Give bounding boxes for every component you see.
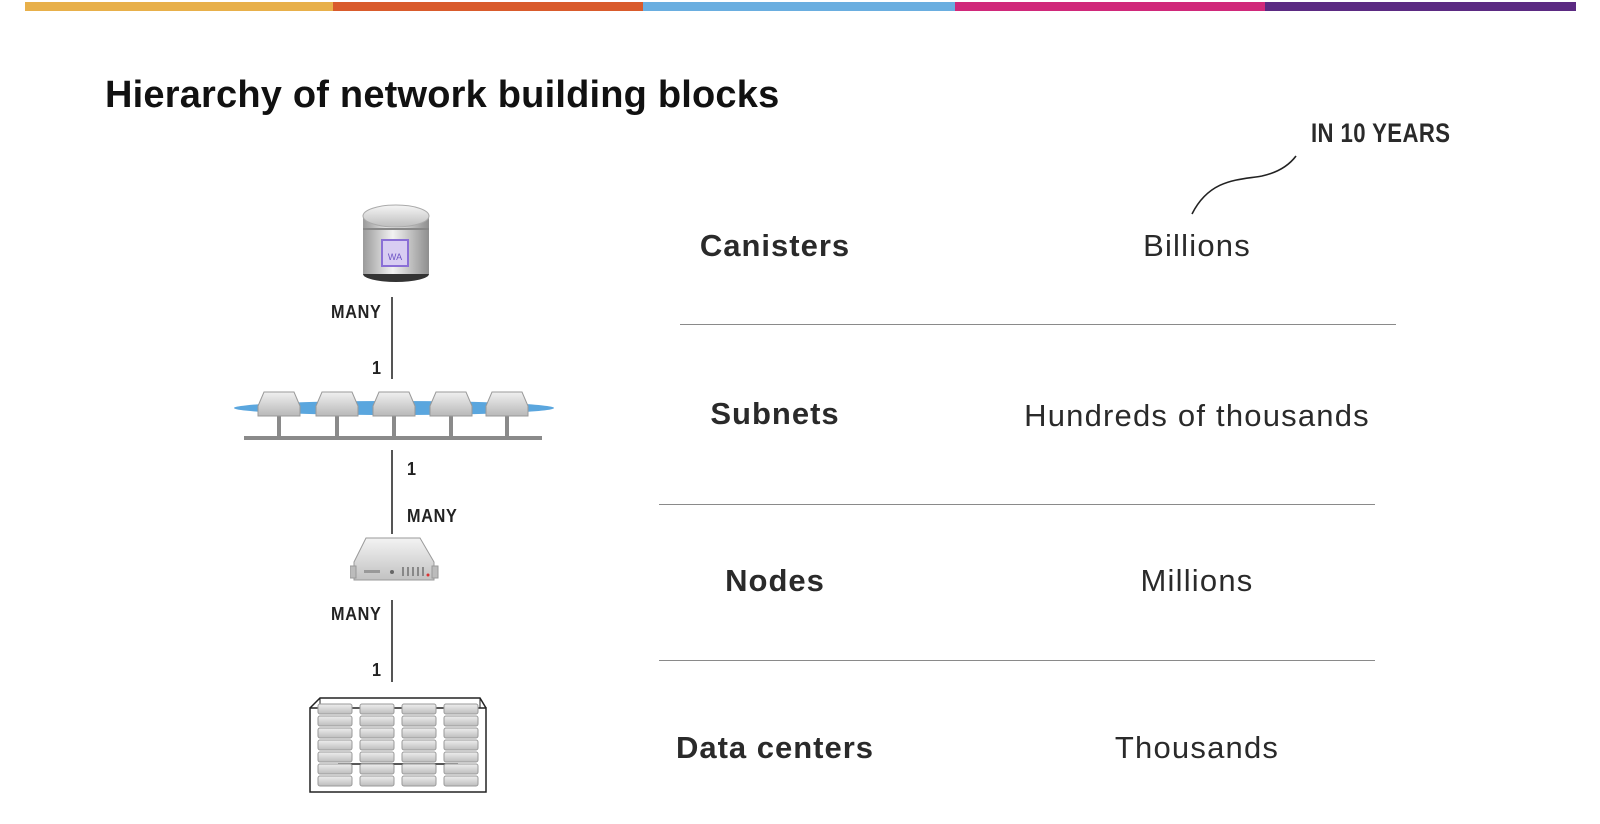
annotation-label: IN 10 YEARS [1311,118,1451,148]
link-2-line [391,450,393,534]
color-bar-segment-1 [25,2,333,11]
row-count-nodes: Millions [1140,563,1254,598]
link-2-upper-cardinality: 1 [407,459,417,479]
color-bar-segment-3 [643,2,955,11]
divider-2 [659,504,1375,505]
rack-1 [317,703,353,787]
subnet-icon [234,391,554,440]
divider-1 [680,324,1396,325]
row-label-subnets: Subnets [710,396,840,431]
subnet-servers [257,391,529,438]
rack-3 [401,703,437,787]
divider-3 [659,660,1375,661]
color-bar-segment-4 [955,2,1265,11]
rack-2 [359,703,395,787]
row-count-canisters: Billions [1143,228,1251,263]
data-center-icon [309,697,487,793]
row-count-subnets: Hundreds of thousands [1024,398,1370,433]
color-bar-segment-2 [333,2,643,11]
link-1-line [391,297,393,379]
link-1-upper-cardinality: MANY [331,302,382,322]
row-label-data-centers: Data centers [675,730,875,765]
row-count-data-centers: Thousands [1114,730,1280,765]
canister-badge: WA [388,252,402,262]
link-3-upper-cardinality: MANY [331,604,382,624]
page-title: Hierarchy of network building blocks [105,74,780,116]
link-3-lower-cardinality: 1 [372,660,382,680]
link-1-lower-cardinality: 1 [372,358,382,378]
color-bar-segment-5 [1265,2,1576,11]
annotation-curve [1191,155,1297,215]
row-label-canisters: Canisters [699,228,851,263]
row-label-nodes: Nodes [725,563,825,598]
canister-icon: WA [362,204,430,282]
node-server-icon [350,537,439,581]
link-2-lower-cardinality: MANY [407,506,458,526]
link-3-line [391,600,393,682]
rack-4 [443,703,479,787]
